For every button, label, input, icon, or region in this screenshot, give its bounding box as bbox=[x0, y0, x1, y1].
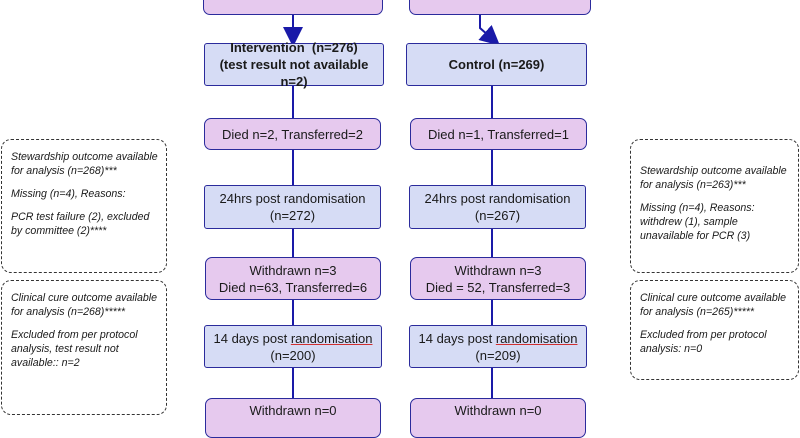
right-stewardship-available: Stewardship outcome available for analys… bbox=[640, 165, 787, 191]
right-24hrs-label: 24hrs post randomisation bbox=[424, 191, 571, 206]
left-stewardship-note: Stewardship outcome available for analys… bbox=[1, 139, 167, 273]
left-stewardship-available: Stewardship outcome available for analys… bbox=[11, 151, 158, 177]
left-24hrs-box: 24hrs post randomisation (n=272) bbox=[204, 185, 381, 229]
right-loss-box-3: Withdrawn n=0 bbox=[410, 398, 586, 438]
left-loss-1-text: Died n=2, Transferred=2 bbox=[222, 126, 363, 142]
left-loss-box-3: Withdrawn n=0 bbox=[205, 398, 381, 438]
right-loss-box-1: Died n=1, Transferred=1 bbox=[410, 118, 587, 150]
right-clinical-note: Clinical cure outcome available for anal… bbox=[630, 280, 799, 380]
left-loss-box-2: Withdrawn n=3 Died n=63, Transferred=6 bbox=[205, 257, 381, 300]
right-stewardship-missing: Missing (n=4), Reasons: withdrew (1), sa… bbox=[640, 202, 755, 242]
left-14days-label: 14 days post randomisation bbox=[213, 330, 373, 346]
right-stewardship-note: Stewardship outcome available for analys… bbox=[630, 139, 799, 273]
left-clinical-available: Clinical cure outcome available for anal… bbox=[11, 292, 158, 318]
left-stewardship-reasons: PCR test failure (2), excluded by commit… bbox=[11, 211, 150, 237]
left-clinical-excluded: Excluded from per protocol analysis, tes… bbox=[11, 329, 138, 369]
left-loss-3-line1: Withdrawn n=0 bbox=[249, 403, 337, 418]
right-clinical-available: Clinical cure outcome available for anal… bbox=[640, 292, 787, 318]
right-top-box bbox=[409, 0, 591, 15]
left-top-box bbox=[203, 0, 383, 15]
left-24hrs-label: 24hrs post randomisation bbox=[219, 191, 366, 206]
right-24hrs-box: 24hrs post randomisation (n=267) bbox=[409, 185, 586, 229]
right-loss-2-line2: Died = 52, Transferred=3 bbox=[425, 279, 571, 295]
right-loss-3-line1: Withdrawn n=0 bbox=[454, 403, 542, 418]
left-14days-box: 14 days post randomisation (n=200) bbox=[204, 325, 382, 368]
right-loss-2-line1: Withdrawn n=3 bbox=[454, 262, 542, 278]
right-14days-label: 14 days post randomisation bbox=[418, 330, 578, 346]
right-loss-box-2: Withdrawn n=3 Died = 52, Transferred=3 bbox=[410, 257, 586, 300]
right-clinical-excluded: Excluded from per protocol analysis: n=0 bbox=[640, 329, 767, 355]
right-loss-1-text: Died n=1, Transferred=1 bbox=[428, 126, 569, 142]
left-stewardship-missing: Missing (n=4), Reasons: bbox=[11, 188, 126, 200]
control-box: Control (n=269) bbox=[406, 43, 587, 86]
arrow-right-top bbox=[478, 13, 500, 46]
right-24hrs-count: (n=267) bbox=[474, 208, 521, 223]
left-loss-box-1: Died n=2, Transferred=2 bbox=[204, 118, 381, 150]
intervention-title: Intervention (n=276) bbox=[230, 40, 358, 55]
right-14days-count: (n=209) bbox=[475, 347, 521, 363]
left-loss-2-line1: Withdrawn n=3 bbox=[249, 262, 337, 278]
intervention-box: Intervention (n=276) (test result not av… bbox=[204, 40, 384, 89]
left-clinical-note: Clinical cure outcome available for anal… bbox=[1, 280, 167, 415]
left-14days-count: (n=200) bbox=[270, 347, 316, 363]
left-loss-2-line2: Died n=63, Transferred=6 bbox=[218, 279, 368, 295]
control-title: Control (n=269) bbox=[448, 57, 545, 72]
right-14days-box: 14 days post randomisation (n=209) bbox=[409, 325, 587, 368]
intervention-subtitle: (test result not available n=2) bbox=[219, 57, 369, 89]
left-24hrs-count: (n=272) bbox=[269, 208, 316, 223]
